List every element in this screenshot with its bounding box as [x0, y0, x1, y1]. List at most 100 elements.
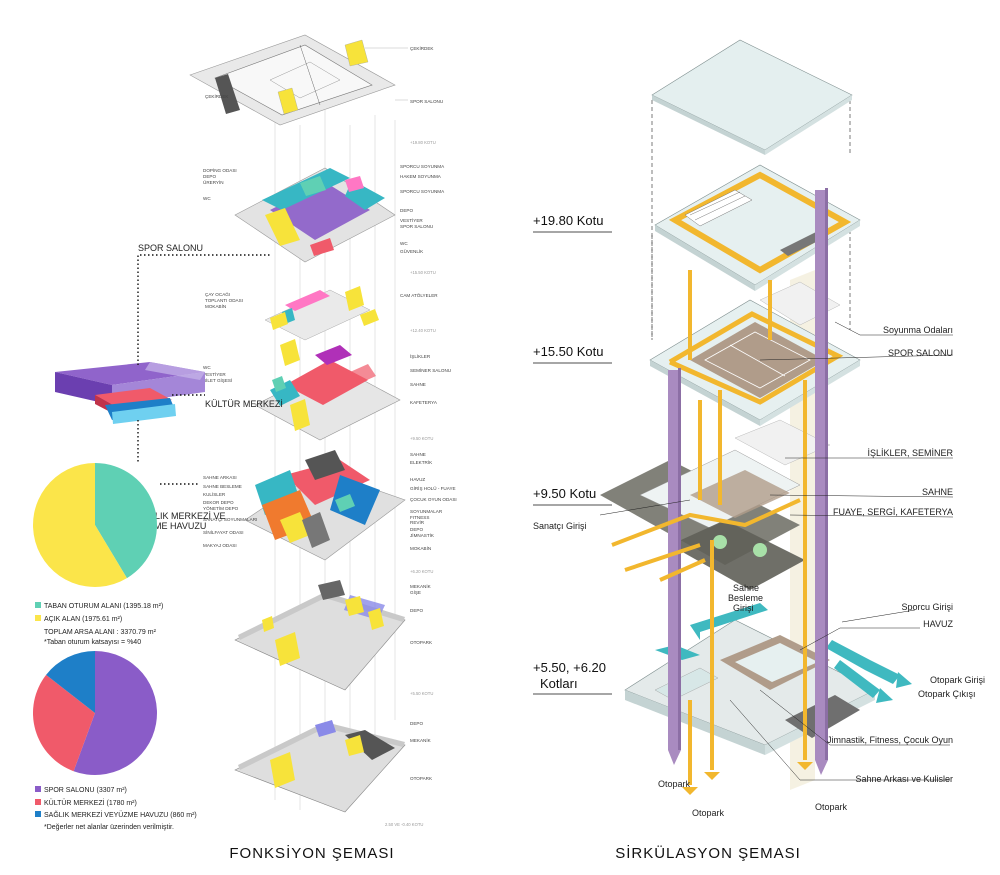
label-otopark-giris: Otopark Girişi — [930, 675, 985, 685]
label-wc-b: WC — [400, 241, 408, 246]
floor-950 — [254, 339, 401, 441]
label-jimnastik: JİMNASTİK — [410, 532, 435, 538]
legend-swatch-acik — [35, 615, 41, 621]
legend-swatch-spor — [35, 786, 41, 792]
caption-right: SİRKÜLASYON ŞEMASI — [615, 844, 801, 862]
kot-basement: 2.50 VE -0.40 KOTU — [385, 822, 423, 827]
label-soyunmalar: SOYUNMALAR — [410, 509, 443, 514]
label-besleme-1: Sahne — [733, 583, 759, 593]
label-yonetim: YÖNETİM DEPO — [203, 505, 239, 511]
slab-1980 — [654, 164, 861, 291]
level-550-a: +5.50, +6.20 — [533, 660, 606, 675]
kot-1980: +19.80 KOTU — [410, 140, 436, 145]
label-spor-salonu: SPOR SALONU — [410, 99, 443, 104]
floor-550 — [234, 580, 406, 691]
label-elektrik: ELEKTRİK — [410, 459, 433, 465]
label-wc-c: WC — [203, 365, 211, 370]
callout-spor: SPOR SALONU — [138, 243, 203, 253]
leader-lines — [599, 321, 954, 781]
label-soyunma: Soyunma Odaları — [883, 325, 953, 335]
label-guvenlik: GÜVENLİK — [400, 248, 424, 254]
label-cevirdek-top: ÇEKİRDEK — [410, 45, 434, 51]
label-jimnastik: Jimnastik, Fitness, Çocuk Oyun — [827, 735, 953, 745]
arrow-down-1 — [704, 772, 720, 780]
floor-1240 — [264, 286, 379, 341]
label-fitness: FITNESS — [410, 515, 429, 520]
pie-functions — [33, 651, 158, 776]
legend-kultur: KÜLTÜR MERKEZİ (1780 m²) — [44, 798, 137, 807]
label-vestiyer: VESTİYER — [400, 217, 423, 223]
dashed-outline — [651, 100, 851, 340]
callout-saglik-1: SAĞLIK MERKEZİ VE — [136, 511, 226, 521]
label-hakem-soy: HAKEM SOYUNMA — [400, 174, 442, 179]
label-cay: ÇAY OCAĞI — [205, 291, 230, 297]
label-sporcu: Sporcu Girişi — [901, 602, 953, 612]
level-1980: +19.80 Kotu — [533, 213, 603, 228]
label-sanatci: Sanatçı Girişi — [533, 521, 587, 531]
legend-swatch-kultur — [35, 799, 41, 805]
label-sanatci-soy: SANATÇI SOYUNMALARI — [203, 517, 257, 522]
label-sahne-arkasi: SAHNE ARKASI — [203, 475, 237, 480]
volume-massing — [55, 362, 205, 424]
label-mokabin: MOKABİN — [205, 303, 226, 309]
label-wc-a: WC — [203, 196, 211, 201]
label-sahne: SAHNE — [410, 382, 426, 387]
label-doping: DOPİNG ODASI — [203, 167, 237, 173]
label-cevirdek-left: ÇEKİRDEK — [205, 93, 229, 99]
label-cam: CAM ATÖLYELER — [400, 292, 438, 298]
callout-kultur: KÜLTÜR MERKEZİ — [205, 399, 283, 409]
pie1-total: TOPLAM ARSA ALANI : 3370.79 m² — [44, 629, 157, 636]
label-otopark2: OTOPARK — [410, 776, 433, 781]
label-mokabin2: MOKABİN — [410, 545, 431, 551]
label-spor-salonu2: SPOR SALONU — [400, 224, 433, 229]
roof-slab — [651, 39, 853, 155]
legend-swatch-saglik — [35, 811, 41, 817]
label-depo-a: DEPO — [203, 174, 216, 179]
label-sahne2: SAHNE — [410, 452, 426, 457]
kot-550: +5.50 KOTU — [410, 691, 433, 696]
kot-620: +6.20 KOTU — [410, 569, 433, 574]
label-depo-d: DEPO — [410, 608, 423, 613]
pie2-slice-1 — [33, 674, 95, 772]
purple-shafts — [668, 188, 828, 775]
label-ursyon: ÜRERYİN — [203, 179, 224, 185]
arrow-down-2 — [797, 762, 813, 770]
label-toplanti: TOPLANTI ODASI — [205, 298, 243, 303]
level-550-b: Kotları — [540, 676, 578, 691]
label-mekanik2: MEKANİK — [410, 737, 432, 743]
legend-swatch-taban — [35, 602, 41, 608]
label-seminer: SEMİNER SALONU — [410, 367, 451, 373]
function-diagram: ÇEKİRDEK ÇEKİRDEK SPOR SALONU +19.80 KOT… — [33, 34, 457, 831]
pie2-note: *Değerler net alanlar üzerinden verilmiş… — [44, 824, 174, 831]
label-besleme-3: Girişi — [733, 603, 754, 613]
label-sahne: SAHNE — [922, 487, 953, 497]
label-islikler: İŞLİKLER — [410, 353, 431, 359]
label-otopark-b: Otopark — [692, 808, 725, 818]
label-kulisler: KULİSLER — [203, 491, 226, 497]
pie2-slice-2 — [46, 651, 95, 713]
slab-1550 — [649, 281, 861, 426]
floor-1980 — [189, 34, 396, 126]
pie1-slice-0 — [95, 463, 158, 579]
pie1-note: *Taban oturum katsayısı = %40 — [44, 639, 141, 646]
label-cocuk-oyun: ÇOCUK OYUN ODASI — [410, 497, 457, 502]
label-depo-c: DEPO — [410, 527, 423, 532]
level-1550: +15.50 Kotu — [533, 344, 603, 359]
label-besleme-2: Besleme — [728, 593, 763, 603]
label-revir: REVİR — [410, 519, 425, 525]
kot-1240: +12.40 KOTU — [410, 328, 436, 333]
floor-basement — [234, 720, 406, 813]
kot-1550: +15.50 KOTU — [410, 270, 436, 275]
legend-acik: AÇIK ALAN (1975.61 m²) — [44, 616, 122, 623]
legend-taban: TABAN OTURUM ALANI (1395.18 m²) — [44, 603, 163, 610]
level-labels: +19.80 Kotu +15.50 Kotu +9.50 Kotu +5.50… — [533, 213, 612, 695]
kot-950: +9.50 KOTU — [410, 436, 433, 441]
label-havuz: HAVUZ — [410, 477, 425, 482]
label-bilet: BİLET GİŞESİ — [203, 377, 232, 383]
arrow-down-3 — [682, 787, 698, 795]
pie2-slice-0 — [73, 651, 158, 776]
label-sinlfayat: SİNİLFAYAT ODASI — [203, 529, 244, 535]
label-gisei: GİŞE — [410, 589, 421, 595]
label-otopark-a: Otopark — [658, 779, 691, 789]
